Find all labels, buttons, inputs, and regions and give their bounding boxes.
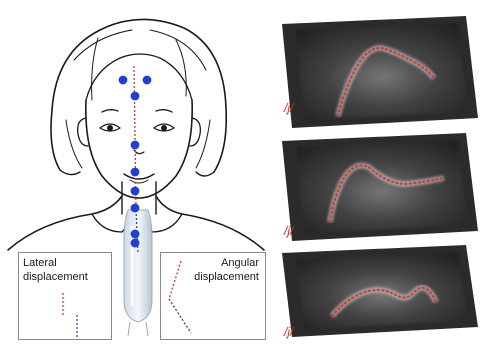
mouth [124, 174, 154, 179]
marker-dot-2 [143, 76, 152, 85]
marker-dot-4 [131, 141, 140, 150]
right-eyebrow [156, 110, 172, 112]
ultrasound-frame-2 [282, 133, 478, 241]
marker-dot-8 [131, 230, 140, 239]
torso-outline [8, 196, 122, 250]
lateral-displacement-lines [19, 253, 111, 339]
ultrasound-frames [282, 16, 478, 337]
marker-dot-1 [119, 76, 128, 85]
marker-dot-9 [131, 239, 140, 248]
ultrasound-frame-3 [282, 245, 478, 337]
lateral-displacement-inset: Lateral displacement [18, 252, 112, 340]
left-eyebrow [102, 110, 118, 112]
marker-dot-3 [131, 92, 140, 101]
collar [92, 214, 128, 232]
angular-displacement-lines [161, 253, 265, 339]
ultrasound-probe [124, 210, 152, 336]
frame-2-label: /j/ [284, 224, 293, 238]
marker-dot-6 [131, 187, 140, 196]
frame-1-label: /j/ [284, 101, 293, 115]
marker-dot-5 [131, 168, 140, 177]
angular-displacement-inset: Angular displacement [160, 252, 266, 340]
frame-3-label: /j/ [284, 325, 293, 339]
marker-dot-7 [131, 204, 140, 213]
ultrasound-frame-1 [282, 16, 478, 128]
